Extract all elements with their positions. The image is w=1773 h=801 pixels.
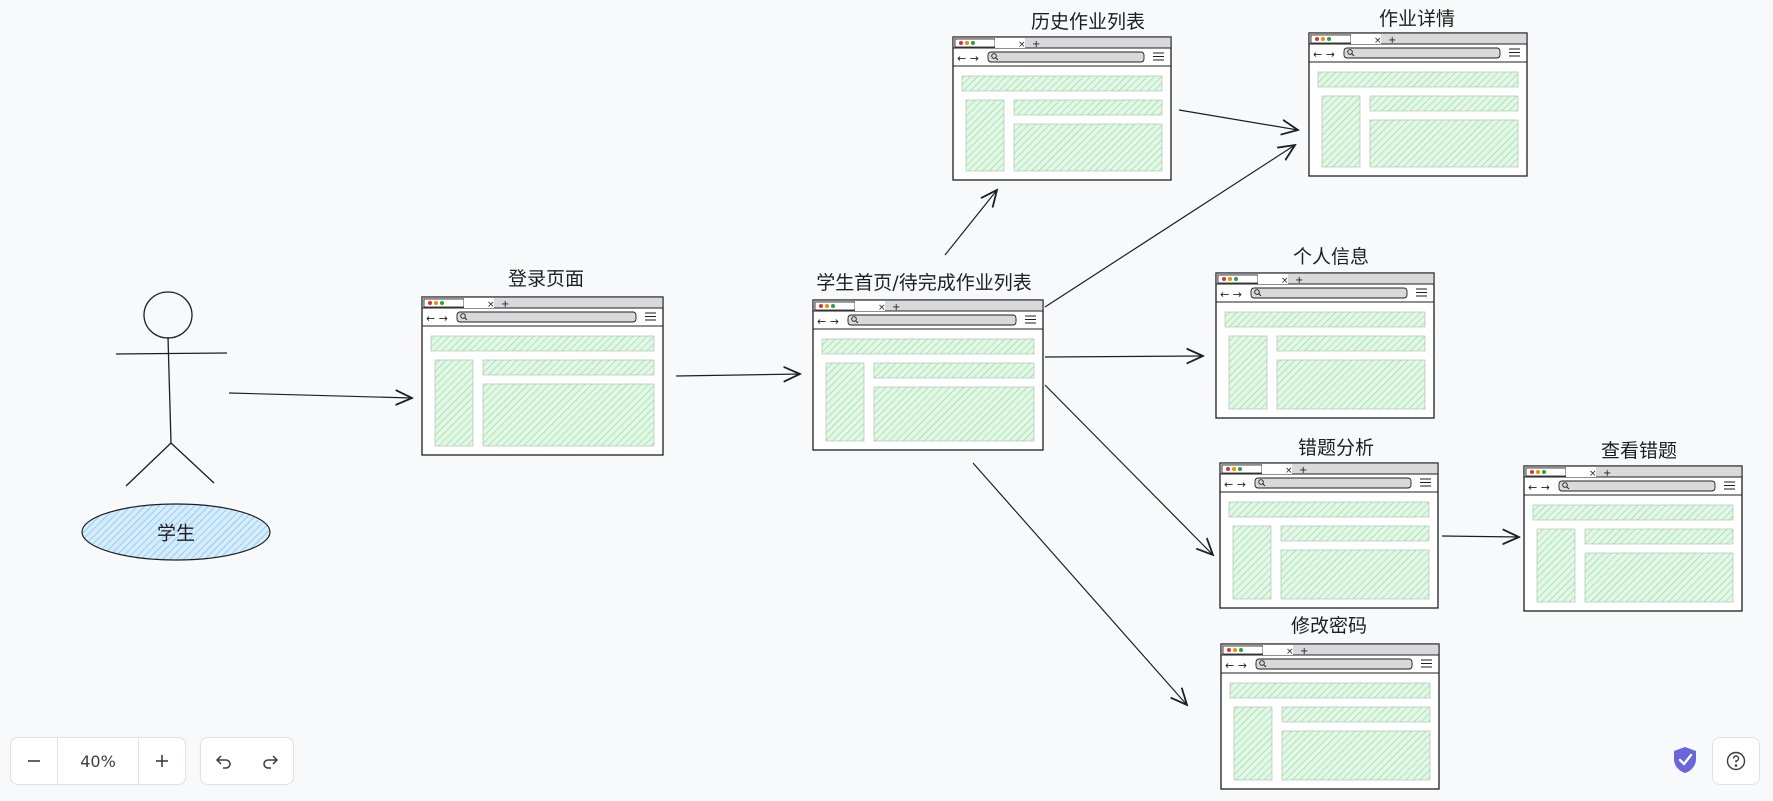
page-title-password: 修改密码 [1290, 615, 1368, 637]
edge-arrow[interactable] [228, 393, 412, 398]
actor-ellipse[interactable] [81, 503, 271, 561]
svg-text:×: × [878, 303, 886, 313]
zoom-level[interactable]: 40% [57, 738, 139, 784]
wireframe-home[interactable]: × + ← → [812, 299, 1044, 451]
undo-button[interactable] [201, 738, 247, 784]
wireframe-history[interactable]: × + ← → [952, 36, 1172, 181]
zoom-out-button[interactable] [11, 738, 57, 784]
edge-arrow[interactable] [1441, 536, 1519, 537]
svg-text:← →: ← → [1225, 659, 1247, 672]
redo-icon [263, 755, 279, 769]
edge-arrow[interactable] [1044, 356, 1203, 357]
help-button[interactable] [1712, 737, 1760, 785]
page-title-profile: 个人信息 [1292, 246, 1370, 268]
page-title-mistakes: 错题分析 [1297, 437, 1375, 459]
wireframe-profile[interactable]: × + ← → [1215, 272, 1435, 419]
minus-icon [28, 760, 40, 762]
edge-arrow[interactable] [675, 374, 800, 376]
wireframe-mistakes[interactable]: × + ← → [1219, 462, 1439, 609]
actor-stick-figure[interactable] [115, 291, 228, 487]
history-controls [200, 737, 294, 785]
svg-text:×: × [1374, 36, 1382, 46]
svg-text:← →: ← → [1528, 481, 1550, 494]
svg-text:+: + [1299, 465, 1307, 476]
wireframe-password[interactable]: × + ← → [1220, 643, 1440, 790]
svg-text:+: + [501, 299, 509, 310]
svg-text:+: + [1603, 468, 1611, 479]
edge-arrow[interactable] [1044, 384, 1213, 555]
zoom-in-button[interactable] [139, 738, 185, 784]
plus-icon [156, 755, 168, 767]
shield-check-icon[interactable] [1672, 746, 1698, 774]
redo-button[interactable] [247, 738, 293, 784]
edge-arrow[interactable] [944, 190, 997, 256]
svg-text:← →: ← → [1313, 48, 1335, 61]
page-title-home: 学生首页/待完成作业列表 [816, 272, 1032, 294]
actor-label: 学生 [156, 522, 196, 545]
svg-text:×: × [487, 300, 495, 310]
page-title-history: 历史作业列表 [1030, 11, 1146, 33]
svg-text:×: × [1285, 466, 1293, 476]
wireframe-view-mistakes[interactable]: × + ← → [1523, 465, 1743, 612]
svg-text:← →: ← → [957, 52, 979, 65]
page-title-login: 登录页面 [507, 268, 585, 290]
svg-text:+: + [1295, 275, 1303, 286]
edge-arrow[interactable] [972, 462, 1187, 705]
svg-text:← →: ← → [1224, 478, 1246, 491]
svg-text:← →: ← → [817, 315, 839, 328]
svg-text:← →: ← → [426, 312, 448, 325]
edge-arrow[interactable] [1044, 145, 1295, 308]
svg-text:+: + [892, 302, 900, 313]
wireframe-detail[interactable]: × + ← → [1308, 32, 1528, 177]
svg-text:×: × [1589, 469, 1597, 479]
question-icon [1726, 751, 1746, 771]
svg-text:×: × [1018, 40, 1026, 50]
page-title-view-mistakes: 查看错题 [1600, 440, 1678, 462]
svg-text:×: × [1286, 647, 1294, 657]
wireframe-login[interactable]: × + ← → [421, 296, 664, 456]
svg-text:+: + [1388, 35, 1396, 46]
svg-text:+: + [1300, 646, 1308, 657]
svg-text:×: × [1281, 276, 1289, 286]
edge-arrow[interactable] [1178, 109, 1298, 130]
svg-text:+: + [1032, 39, 1040, 50]
undo-icon [215, 755, 231, 769]
page-title-detail: 作业详情 [1378, 8, 1456, 30]
svg-text:← →: ← → [1220, 288, 1242, 301]
zoom-controls: 40% [10, 737, 186, 785]
edge-arrows [228, 109, 1519, 705]
